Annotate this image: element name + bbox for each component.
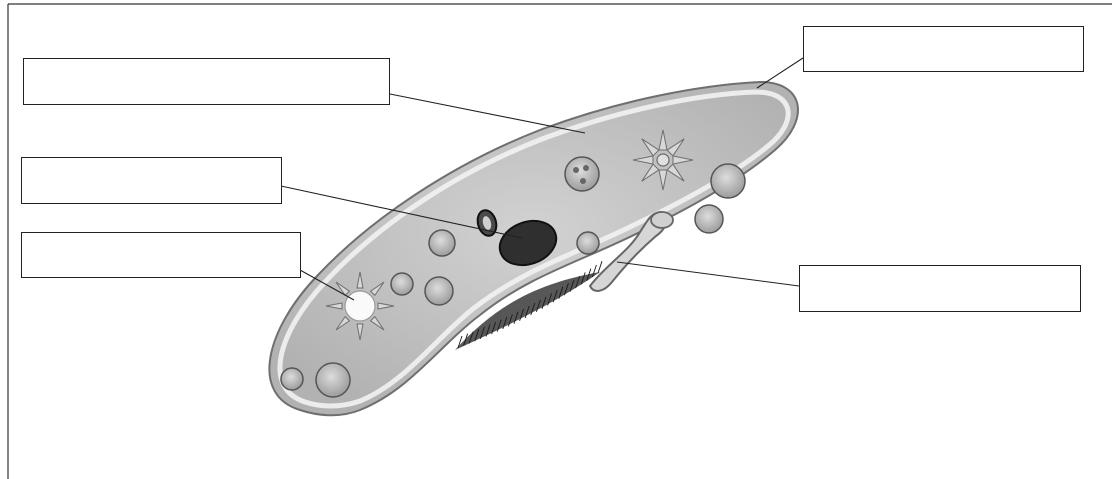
oral-cilium xyxy=(598,261,602,273)
food-vacuole xyxy=(425,277,453,305)
label-box-mid-left[interactable] xyxy=(21,157,282,204)
contractile-vacuole-upper xyxy=(633,130,693,190)
food-vacuole xyxy=(281,368,303,390)
label-box-top-right[interactable] xyxy=(803,26,1084,72)
food-vacuole xyxy=(711,164,745,198)
food-vacuole xyxy=(577,232,599,254)
gullet-tip xyxy=(651,212,673,228)
food-vacuole xyxy=(429,230,455,256)
leader-line-pellicle xyxy=(390,94,585,133)
contractile-vacuole-lower xyxy=(326,272,394,340)
food-vacuole xyxy=(391,273,413,295)
label-box-lower-left[interactable] xyxy=(21,232,301,278)
food-vacuole xyxy=(695,205,723,233)
leader-line-gullet xyxy=(617,262,799,286)
food-vacuole xyxy=(565,157,599,191)
label-box-lower-right[interactable] xyxy=(799,265,1081,312)
label-box-top-left[interactable] xyxy=(23,58,390,105)
food-vacuole xyxy=(316,363,350,397)
leader-line-cilia xyxy=(757,58,803,88)
